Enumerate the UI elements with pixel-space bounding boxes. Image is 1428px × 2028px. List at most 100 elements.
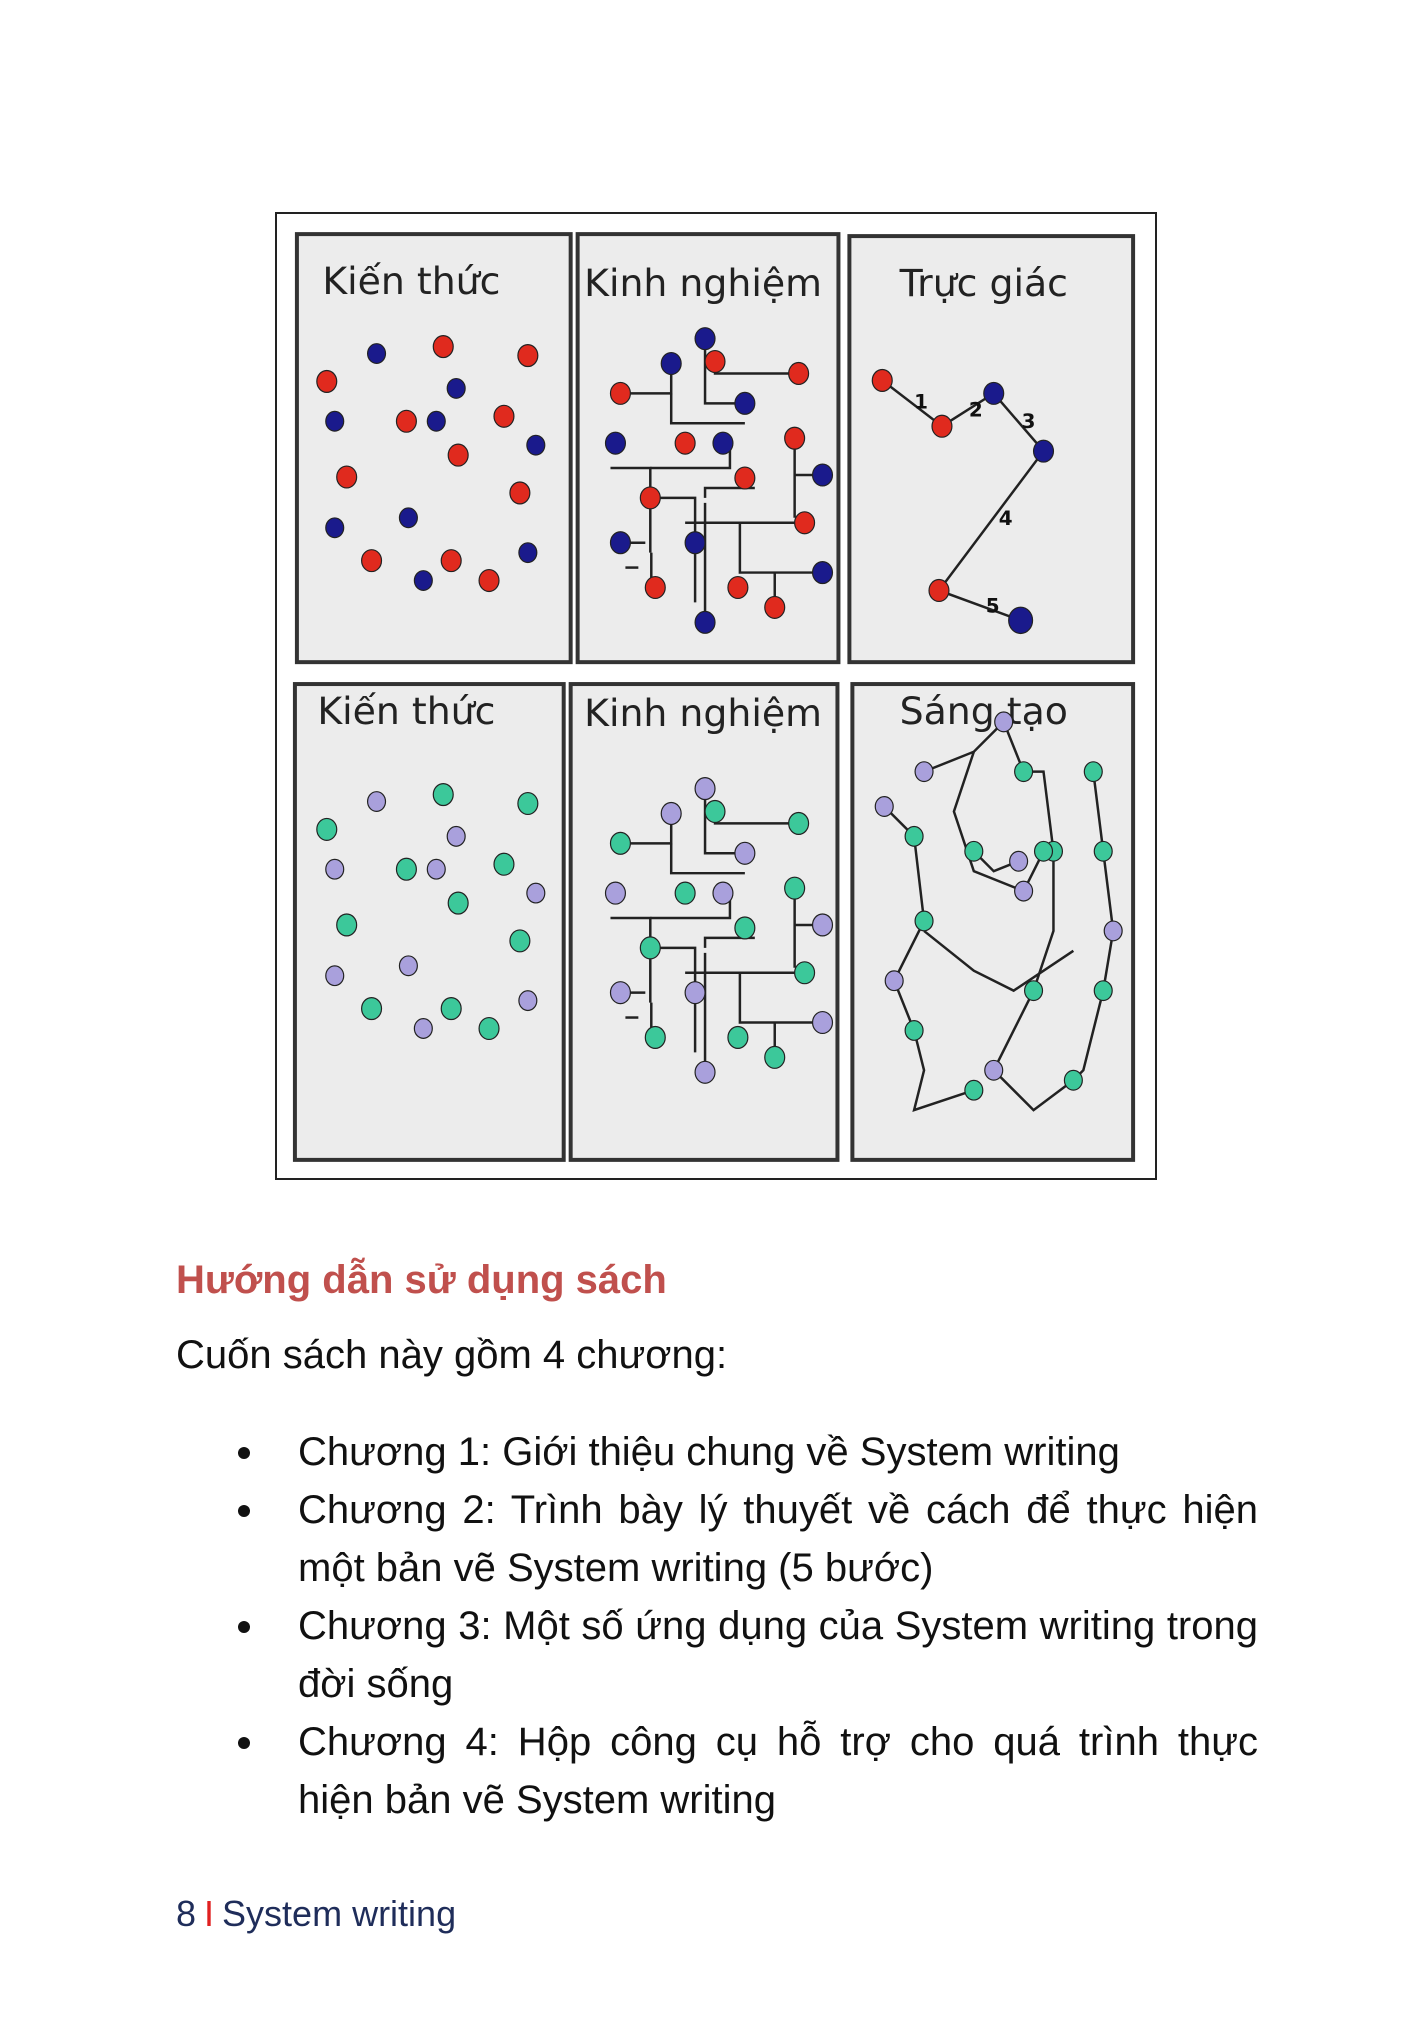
dot [509, 481, 531, 505]
dot [440, 549, 462, 573]
dot [1014, 761, 1034, 783]
dot [704, 349, 726, 374]
dot [811, 463, 834, 487]
panel-frame [847, 234, 1136, 665]
list-item: Chương 2: Trình bày lý thuyết về cách để… [176, 1481, 1258, 1597]
book-title: System writing [222, 1893, 457, 1934]
dot [931, 414, 953, 438]
dot [811, 913, 834, 937]
connector-line [669, 393, 745, 425]
illustration-knowledge-experience-intuition-creativity: Kiến thức Kinh nghiệm Trực giác Kiến thứ… [275, 212, 1157, 1180]
dot [904, 825, 924, 847]
dot [644, 575, 666, 600]
dot [811, 561, 834, 585]
connector-line [738, 972, 823, 1024]
dot [1009, 850, 1029, 872]
dot [509, 929, 531, 953]
dot [493, 852, 515, 876]
dot [325, 517, 345, 539]
dot [325, 410, 345, 432]
dot [325, 965, 345, 987]
dot [446, 825, 466, 847]
dot [325, 858, 345, 880]
dot [694, 1060, 716, 1084]
dot [639, 936, 661, 960]
dot [904, 1020, 924, 1041]
list-item: Chương 3: Một số ứng dụng của System wri… [176, 1597, 1258, 1713]
dot [794, 511, 816, 535]
dot [447, 891, 469, 915]
bullet-icon [238, 1621, 250, 1633]
panel-frame [292, 682, 566, 1162]
panel-frame [568, 682, 840, 1162]
dot [764, 1045, 786, 1069]
dot [871, 368, 893, 392]
dot [432, 335, 454, 359]
panel-title: Kiến thức [317, 689, 495, 733]
dot [316, 817, 338, 841]
dot [1032, 439, 1055, 463]
dot [1008, 606, 1034, 635]
dot [734, 841, 756, 865]
dot [727, 1025, 749, 1049]
dot [395, 857, 417, 881]
dot [518, 542, 538, 564]
dot [361, 997, 383, 1021]
footer-separator: I [204, 1893, 215, 1934]
dot [784, 426, 806, 450]
step-number-label: 5 [986, 594, 1000, 617]
dot [660, 351, 682, 376]
step-number-label: 4 [999, 507, 1013, 530]
dot [336, 913, 358, 937]
connector-line [650, 496, 697, 603]
panel-frame [850, 682, 1136, 1162]
dot [366, 343, 387, 365]
dot [704, 799, 726, 824]
connector-line [1072, 771, 1115, 1082]
connector-line [923, 929, 1075, 993]
page-number: 8 [176, 1893, 197, 1934]
dot [609, 531, 631, 555]
dot [684, 981, 706, 1005]
dot [764, 595, 786, 619]
connector-line [952, 751, 1045, 893]
dot [694, 327, 716, 351]
dot [395, 409, 417, 433]
dot [446, 377, 466, 399]
dot [609, 831, 631, 855]
panel-title: Kiến thức [322, 259, 500, 303]
step-number-label: 3 [1022, 410, 1036, 433]
dot [609, 981, 631, 1005]
dot [984, 1059, 1004, 1081]
dot [1033, 840, 1054, 862]
dot [784, 876, 806, 900]
dot [398, 507, 418, 529]
chapter-text: Chương 1: Giới thiệu chung về System wri… [298, 1430, 1120, 1474]
dot [874, 796, 894, 817]
list-item: Chương 4: Hộp công cụ hỗ trợ cho quá trì… [176, 1713, 1258, 1829]
connector-line [881, 379, 1046, 622]
chapter-text: Chương 4: Hộp công cụ hỗ trợ cho quá trì… [298, 1720, 1258, 1822]
chapter-list: Chương 1: Giới thiệu chung về System wri… [176, 1423, 1258, 1829]
dot [478, 568, 500, 593]
list-item: Chương 1: Giới thiệu chung về System wri… [176, 1423, 1258, 1481]
dot [994, 711, 1014, 733]
dot [604, 431, 627, 455]
dot [684, 531, 706, 555]
dot [426, 858, 446, 880]
dot [426, 410, 446, 432]
dot [734, 466, 756, 490]
dot [811, 1010, 834, 1035]
dot [316, 369, 338, 393]
bullet-icon [238, 1737, 250, 1749]
dot [526, 434, 546, 456]
dot [674, 881, 696, 905]
dot [914, 761, 934, 783]
dot [518, 990, 538, 1012]
dot [644, 1025, 666, 1049]
dot [526, 882, 546, 904]
dot [361, 549, 383, 573]
dot [1093, 980, 1113, 1002]
dot [478, 1016, 500, 1041]
dot [694, 777, 716, 801]
